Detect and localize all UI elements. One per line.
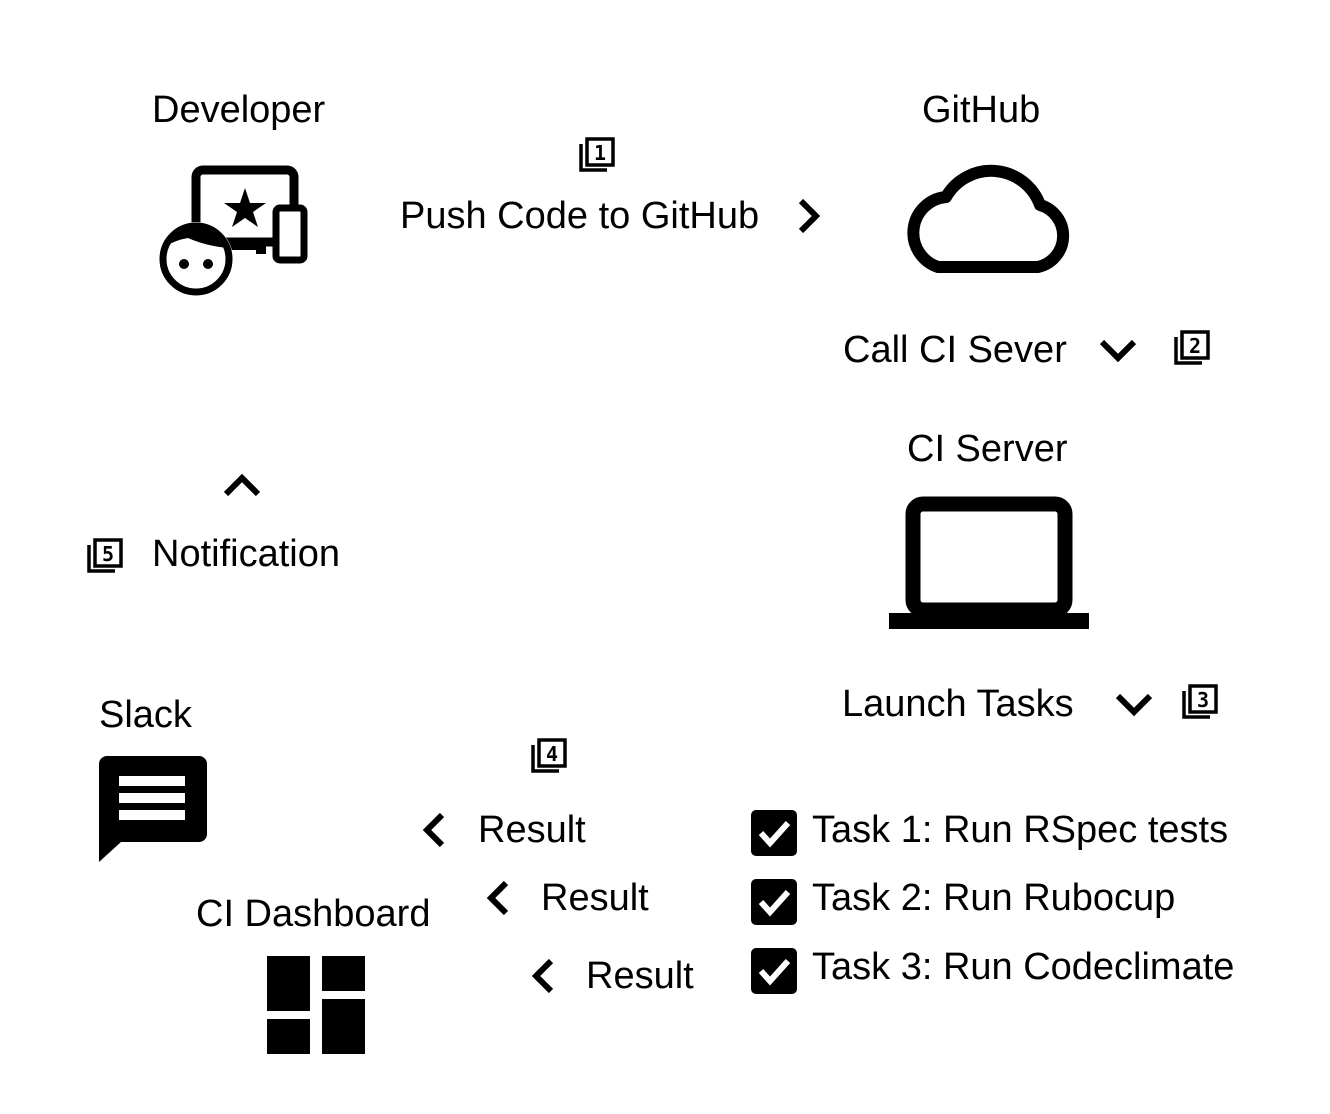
task-2-checkbox-icon: [751, 879, 797, 925]
developer-devices-icon: [158, 165, 308, 296]
chevron-up-icon: [223, 473, 261, 498]
slack-label: Slack: [99, 694, 192, 736]
chevron-down-icon: [1115, 692, 1153, 717]
task-1-label: Task 1: Run RSpec tests: [812, 809, 1229, 851]
chevron-left-icon: [486, 880, 510, 916]
step-1-number-icon: 1: [578, 137, 616, 173]
step-3-number: 3: [1197, 688, 1209, 712]
step-2-number-icon: 2: [1173, 330, 1211, 366]
step-5-label: Notification: [152, 533, 340, 575]
task-3-checkbox-icon: [751, 948, 797, 994]
developer-label: Developer: [152, 89, 326, 131]
step-5-number: 5: [102, 542, 114, 566]
chevron-left-icon: [531, 958, 555, 994]
task-1-checkbox-icon: [751, 810, 797, 856]
chat-message-icon: [99, 756, 209, 864]
result-label-3: Result: [586, 955, 694, 997]
chevron-down-icon: [1099, 338, 1137, 363]
step-1-number: 1: [594, 141, 606, 165]
result-label-2: Result: [541, 877, 649, 919]
ci-server-label: CI Server: [907, 428, 1068, 470]
github-label: GitHub: [922, 89, 1041, 131]
chevron-right-icon: [797, 198, 821, 234]
step-4-number-icon: 4: [530, 738, 568, 774]
chevron-left-icon: [422, 812, 446, 848]
dashboard-icon: [267, 956, 365, 1054]
ci-dashboard-label: CI Dashboard: [196, 893, 431, 935]
task-2-label: Task 2: Run Rubocup: [812, 877, 1176, 919]
step-2-label: Call CI Sever: [843, 329, 1067, 371]
result-label-1: Result: [478, 809, 586, 851]
step-3-label: Launch Tasks: [842, 683, 1074, 725]
laptop-icon: [889, 496, 1089, 630]
step-1-label: Push Code to GitHub: [400, 195, 760, 237]
step-4-number: 4: [546, 742, 558, 766]
step-3-number-icon: 3: [1181, 684, 1219, 720]
step-2-number: 2: [1189, 334, 1201, 358]
task-3-label: Task 3: Run Codeclimate: [812, 946, 1235, 988]
cloud-icon: [898, 157, 1078, 279]
step-5-number-icon: 5: [86, 538, 124, 574]
